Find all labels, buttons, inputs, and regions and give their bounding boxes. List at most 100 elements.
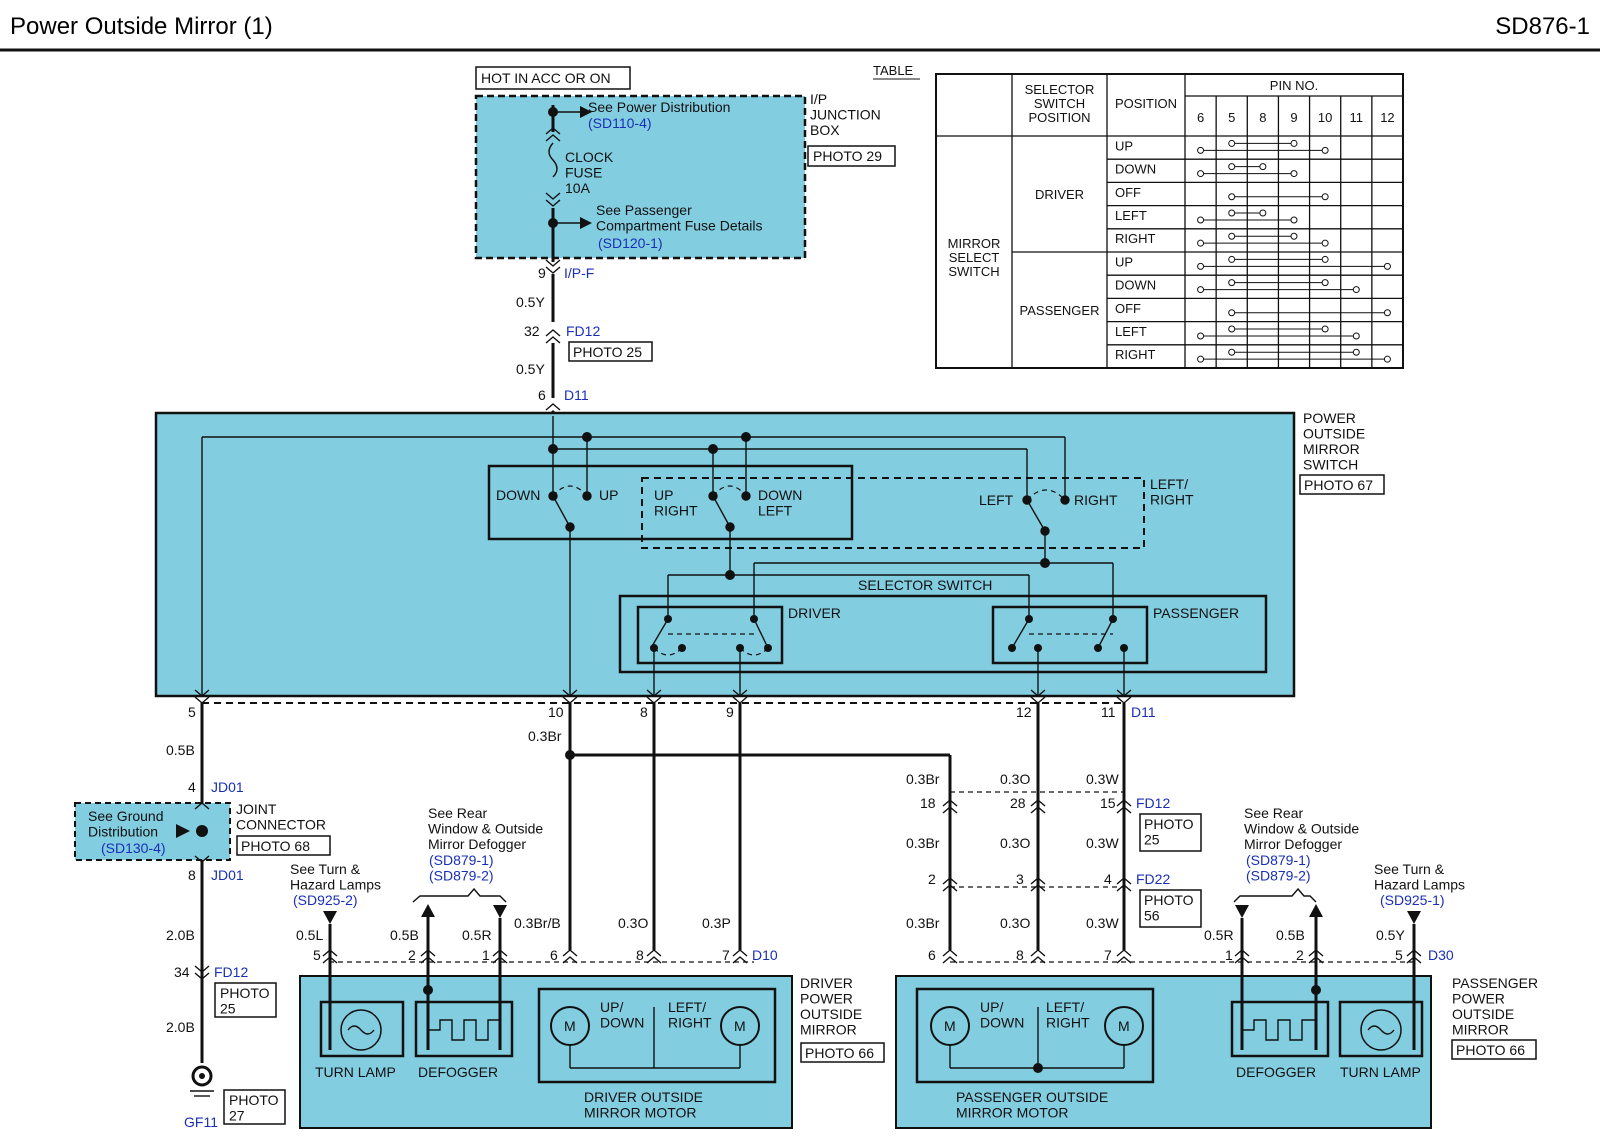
switch-left: LEFT	[979, 492, 1014, 508]
wire-20b-b: 2.0B	[166, 1019, 195, 1035]
switch-up: UP	[599, 487, 618, 503]
psg-wire-03br: 0.3Br	[906, 915, 940, 931]
table-passenger: PASSENGER	[1020, 303, 1100, 318]
diagram-code: SD876-1	[1495, 13, 1590, 40]
drv-photo-66: PHOTO 66	[805, 1045, 874, 1061]
joint-photo: PHOTO 68	[241, 838, 310, 854]
mid-wire-br-b: 0.3Br	[906, 835, 940, 851]
joint-conn-bot: JD01	[211, 867, 244, 883]
switch-pin-5: 5	[188, 704, 196, 720]
drv-motor-m2: M	[734, 1018, 746, 1034]
fd22-pin-3: 3	[1016, 871, 1024, 887]
psg-updown: UP/DOWN	[980, 999, 1024, 1031]
drv-pin-1: 1	[482, 947, 490, 963]
mid-conn-fd22: FD22	[1136, 871, 1170, 887]
wire-20b-a: 2.0B	[166, 927, 195, 943]
fd12-pin-28: 28	[1010, 795, 1026, 811]
psg-motor-m1: M	[944, 1018, 956, 1034]
table-pos-right: RIGHT	[1115, 347, 1156, 362]
switch-photo: PHOTO 67	[1304, 477, 1373, 493]
drv-pin-2: 2	[408, 947, 416, 963]
table-pin-8: 8	[1259, 110, 1266, 125]
switch-pin-12: 12	[1016, 704, 1032, 720]
drv-leftright: LEFT/RIGHT	[668, 999, 712, 1031]
diagram-title: Power Outside Mirror (1)	[10, 13, 273, 40]
psg-turn-lamp: TURN LAMP	[1340, 1064, 1421, 1080]
joint-conn-top: JD01	[211, 779, 244, 795]
conn-fd12-top: FD12	[566, 323, 600, 339]
table-pos-off: OFF	[1115, 185, 1141, 200]
selector-passenger: PASSENGER	[1153, 605, 1239, 621]
mid-wire-br-a: 0.3Br	[906, 771, 940, 787]
psg-pin-6: 6	[928, 947, 936, 963]
see-power-distribution: See Power Distribution	[588, 99, 730, 115]
table-driver: DRIVER	[1035, 187, 1084, 202]
table-row-group: SWITCH	[948, 264, 999, 279]
table-pin-11: 11	[1350, 110, 1364, 125]
drv-pin-6: 6	[550, 947, 558, 963]
fd12-pin-15: 15	[1100, 795, 1116, 811]
psg-pin-1: 1	[1225, 947, 1233, 963]
pin-32: 32	[524, 323, 540, 339]
wire-05y-a: 0.5Y	[516, 294, 545, 310]
drv-wire-05r: 0.5R	[462, 927, 492, 943]
drv-wire-03brb: 0.3Br/B	[514, 915, 561, 931]
switch-pin-9: 9	[726, 704, 734, 720]
table-row-group: SELECT	[949, 250, 1000, 265]
ground-gf11: GF11	[184, 1114, 218, 1130]
see-rear-passenger-ref: (SD879-1)(SD879-2)	[1246, 852, 1311, 884]
psg-pin-5: 5	[1395, 947, 1403, 963]
table-pin-10: 10	[1318, 110, 1332, 125]
switch-down: DOWN	[496, 487, 540, 503]
drv-motor-m1: M	[564, 1018, 576, 1034]
mid-wire-w-b: 0.3W	[1086, 835, 1119, 851]
psg-conn-d30: D30	[1428, 947, 1454, 963]
table-h-pin: PIN NO.	[1270, 78, 1318, 93]
psg-wire-03o: 0.3O	[1000, 915, 1030, 931]
table-pin-6: 6	[1197, 110, 1204, 125]
mid-conn-fd12: FD12	[1136, 795, 1170, 811]
psg-defogger: DEFOGGER	[1236, 1064, 1316, 1080]
selector-driver: DRIVER	[788, 605, 841, 621]
fd22-pin-4: 4	[1104, 871, 1112, 887]
ground-pin-34: 34	[174, 964, 190, 980]
table-h-position: POSITION	[1115, 96, 1177, 111]
table-h-selector: POSITION	[1028, 110, 1090, 125]
drv-conn-d10: D10	[752, 947, 778, 963]
drv-pin-7: 7	[722, 947, 730, 963]
pin-6: 6	[538, 387, 546, 403]
wire-05y-b: 0.5Y	[516, 361, 545, 377]
fd22-pin-2: 2	[928, 871, 936, 887]
wire-05b-joint: 0.5B	[166, 742, 195, 758]
table-pos-right: RIGHT	[1115, 231, 1156, 246]
table-pin-12: 12	[1380, 110, 1394, 125]
conn-d11-top: D11	[564, 387, 589, 403]
see-turn-passenger-ref: (SD925-1)	[1380, 892, 1445, 908]
switch-left-right: LEFT/RIGHT	[1150, 476, 1194, 508]
joint-pin-8: 8	[188, 867, 196, 883]
table-pos-left: LEFT	[1115, 208, 1147, 223]
psg-photo-66: PHOTO 66	[1456, 1042, 1525, 1058]
hot-label: HOT IN ACC OR ON	[481, 70, 611, 86]
table-pos-down: DOWN	[1115, 278, 1156, 293]
see-passenger-fuse-ref: (SD120-1)	[598, 235, 663, 251]
drv-wire-03p: 0.3P	[702, 915, 731, 931]
pin-9: 9	[538, 265, 546, 281]
drv-wire-05b: 0.5B	[390, 927, 419, 943]
selector-switch-label: SELECTOR SWITCH	[858, 577, 992, 593]
psg-leftright: LEFT/RIGHT	[1046, 999, 1090, 1031]
mid-wire-o-a: 0.3O	[1000, 771, 1030, 787]
drv-pin-8: 8	[636, 947, 644, 963]
see-rear-driver-ref: (SD879-1)(SD879-2)	[429, 852, 494, 884]
